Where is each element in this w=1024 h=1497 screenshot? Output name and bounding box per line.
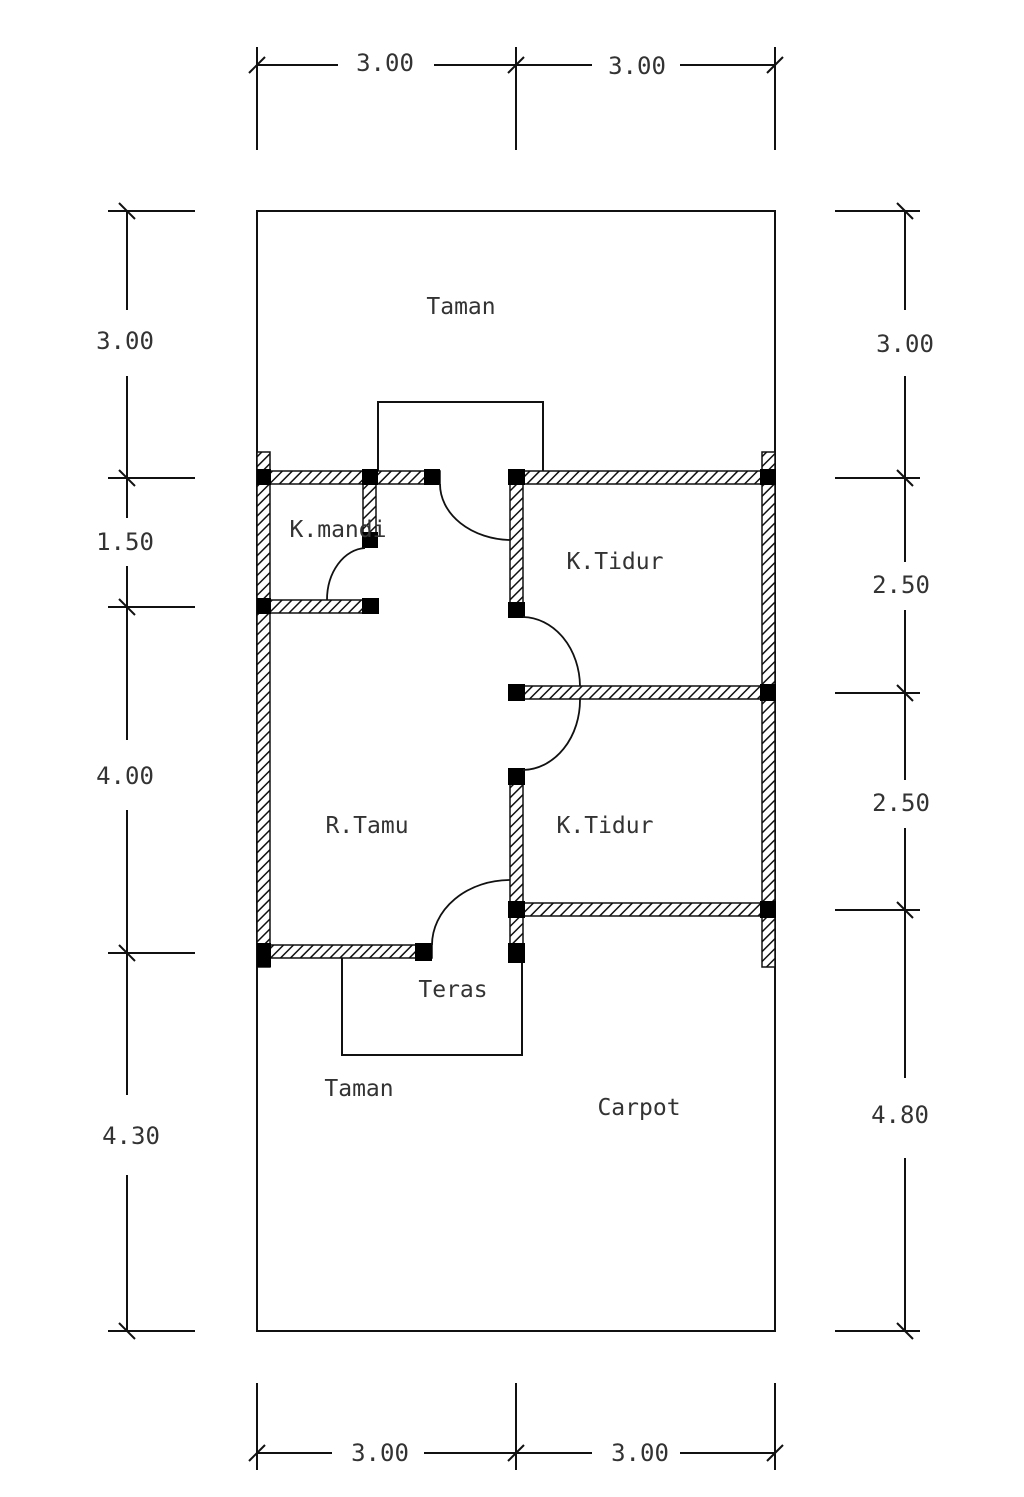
door-bedroom-2 [522, 698, 581, 771]
dim-right-1: 3.00 [876, 330, 934, 358]
column [760, 684, 776, 701]
dim-left-3: 4.00 [96, 762, 154, 790]
dimension-labels: 3.00 3.00 3.00 3.00 3.00 1.50 4.00 4.30 … [96, 49, 934, 1467]
wall-front [256, 944, 433, 959]
label-kamar-tidur-2: K.Tidur [557, 813, 654, 839]
dim-left-1: 3.00 [96, 327, 154, 355]
dim-bottom-left: 3.00 [351, 1439, 409, 1467]
wall-bedroom-divider [509, 685, 776, 700]
door-kmandi [326, 547, 366, 601]
room-labels: Taman K.mandi K.Tidur K.Tidur R.Tamu Ter… [290, 294, 681, 1121]
door-front [431, 879, 511, 946]
column [760, 469, 776, 485]
door-bedroom-1 [522, 616, 581, 687]
wall-center-upper [509, 470, 524, 618]
doors [326, 483, 581, 946]
column [257, 469, 271, 485]
column [415, 943, 432, 961]
label-teras: Teras [418, 977, 487, 1003]
dim-left-2: 1.50 [96, 528, 154, 556]
dimension-lines [108, 47, 920, 1470]
dim-top-left: 3.00 [356, 49, 414, 77]
dim-bottom-right: 3.00 [611, 1439, 669, 1467]
column [508, 469, 525, 485]
label-taman-top: Taman [426, 294, 495, 320]
label-ruang-tamu: R.Tamu [325, 813, 408, 839]
column [362, 469, 378, 485]
dim-left-4: 4.30 [102, 1122, 160, 1150]
label-carport: Carpot [597, 1095, 680, 1121]
wall-top-left [256, 470, 441, 485]
dimension-label-masks [86, 45, 946, 1471]
wall-left [256, 451, 271, 968]
column [257, 943, 271, 967]
label-taman-bottom: Taman [324, 1076, 393, 1102]
column [508, 684, 525, 701]
wall-kmandi-bottom [256, 599, 378, 614]
wall-right [761, 451, 776, 968]
dim-top-right: 3.00 [608, 52, 666, 80]
label-kamar-mandi: K.mandi [290, 517, 387, 543]
column [424, 469, 440, 485]
column [508, 768, 525, 785]
wall-bedroom-bottom [509, 902, 776, 917]
columns [257, 469, 776, 967]
column [362, 532, 378, 548]
column [508, 602, 525, 618]
door-main [439, 483, 511, 541]
label-kamar-tidur-1: K.Tidur [567, 549, 664, 575]
dim-right-3: 2.50 [872, 789, 930, 817]
teras-outline [341, 953, 523, 1056]
column [362, 598, 379, 614]
wall-center-lower [509, 769, 524, 961]
wall-top-right [509, 470, 776, 485]
column [508, 901, 525, 918]
dim-right-2: 2.50 [872, 571, 930, 599]
column [508, 943, 525, 963]
column [257, 598, 271, 614]
dim-right-4: 4.80 [871, 1101, 929, 1129]
top-entry-outline [377, 401, 544, 478]
column [760, 901, 776, 918]
